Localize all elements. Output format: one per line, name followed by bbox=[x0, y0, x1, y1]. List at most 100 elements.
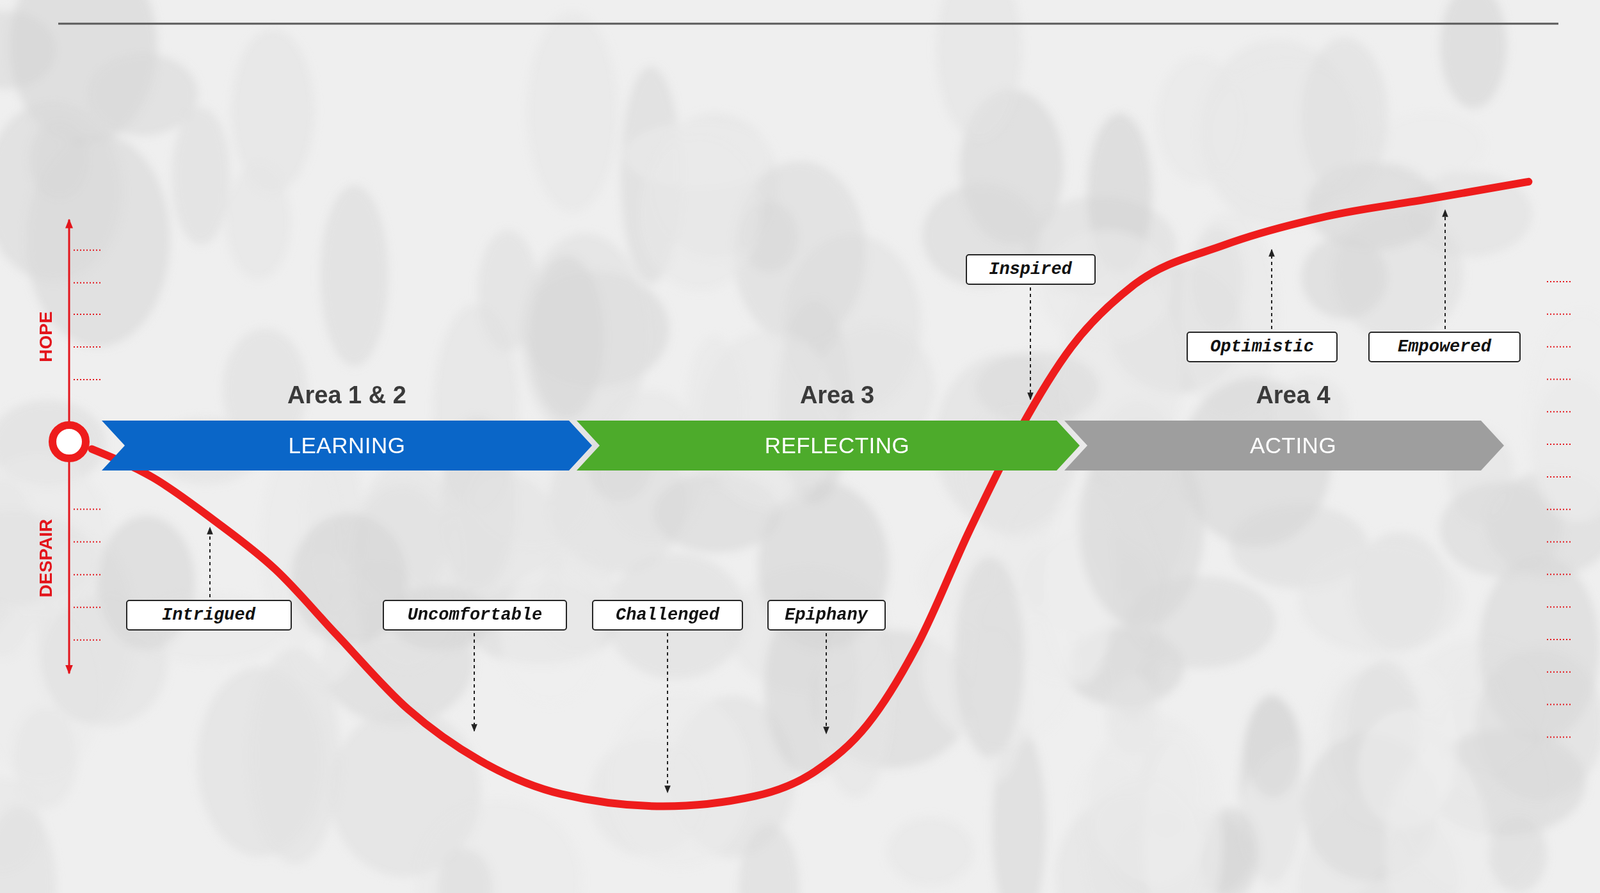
crowd-shape bbox=[225, 164, 291, 280]
crowd-shape bbox=[250, 647, 341, 864]
scale-tick bbox=[73, 249, 103, 251]
feeling-word: Challenged bbox=[615, 605, 720, 625]
crowd-shape bbox=[1244, 697, 1302, 798]
feeling-word: Intrigued bbox=[161, 605, 256, 625]
feeling-word: Epiphany bbox=[784, 605, 868, 625]
stage-chevron: Area 4 ACTING bbox=[1082, 380, 1504, 471]
feeling-word: Inspired bbox=[988, 259, 1072, 280]
area-heading: Area 4 bbox=[1255, 381, 1330, 409]
scale-tick bbox=[1546, 638, 1572, 640]
scale-tick bbox=[73, 282, 103, 284]
feeling-callout: Optimistic bbox=[1186, 331, 1338, 363]
crowd-shape bbox=[320, 184, 388, 366]
area-heading: Area 1 & 2 bbox=[287, 381, 407, 409]
crowd-shape bbox=[1440, 0, 1507, 109]
scale-tick bbox=[73, 378, 103, 381]
crowd-shape bbox=[0, 101, 123, 281]
crowd-shape bbox=[608, 691, 751, 868]
scale-tick bbox=[1546, 346, 1572, 348]
scale-tick bbox=[1546, 671, 1572, 673]
feeling-callout: Intrigued bbox=[126, 599, 292, 631]
feeling-word: Empowered bbox=[1397, 337, 1492, 357]
leader-line bbox=[1444, 209, 1446, 329]
feeling-callout: Uncomfortable bbox=[382, 599, 568, 631]
hope-curve bbox=[91, 181, 1529, 807]
scale-tick bbox=[73, 639, 103, 641]
scale-tick bbox=[73, 508, 103, 511]
leader-lines bbox=[209, 209, 1446, 793]
crowd-shape bbox=[976, 352, 1100, 425]
crowd-shape bbox=[1143, 733, 1223, 893]
scale-tick bbox=[73, 606, 103, 608]
chevron-fill bbox=[101, 420, 592, 471]
axis-label: DESPAIR bbox=[35, 519, 57, 598]
leader-line bbox=[825, 632, 827, 734]
crowd-shape bbox=[936, 0, 1022, 141]
scale-tick bbox=[1546, 476, 1572, 478]
crowd-shape bbox=[529, 256, 605, 419]
crowd-shape bbox=[0, 454, 110, 616]
crowd-shape bbox=[231, 29, 315, 193]
crowd-shape bbox=[1156, 56, 1241, 183]
despair-axis bbox=[68, 441, 71, 674]
crowd-shape bbox=[699, 330, 840, 510]
scale-tick bbox=[1546, 606, 1572, 608]
stage-label: ACTING bbox=[1249, 432, 1337, 459]
scale-tick bbox=[1546, 541, 1572, 543]
feeling-callout: Empowered bbox=[1368, 331, 1521, 363]
crowd-shape bbox=[1298, 542, 1463, 655]
crowd-shape bbox=[1527, 311, 1600, 523]
scale-tick bbox=[1546, 410, 1572, 413]
crowd-shape bbox=[1039, 229, 1173, 344]
scale-tick bbox=[1546, 313, 1572, 315]
scale-ticks bbox=[73, 250, 1572, 738]
leader-line bbox=[1271, 249, 1273, 329]
crowd-shape bbox=[1479, 554, 1600, 742]
chevron-fill bbox=[576, 420, 1080, 471]
stage-chevron: Area 1 & 2 LEARNING bbox=[101, 380, 592, 471]
scale-tick bbox=[73, 541, 103, 543]
crowd-shape bbox=[739, 823, 800, 893]
curve-start-ring bbox=[52, 424, 86, 459]
scale-tick bbox=[73, 313, 103, 315]
crowd-shape bbox=[623, 121, 771, 189]
chevron-fill bbox=[1064, 420, 1504, 471]
area-heading: Area 3 bbox=[800, 381, 875, 409]
leader-line bbox=[209, 527, 211, 598]
feeling-word: Uncomfortable bbox=[407, 605, 543, 625]
feeling-word: Optimistic bbox=[1210, 337, 1314, 357]
stage-label: REFLECTING bbox=[764, 432, 911, 459]
scale-tick bbox=[73, 574, 103, 576]
crowd-shape bbox=[887, 817, 974, 886]
crowd-shape bbox=[1301, 236, 1388, 319]
crowd-shape bbox=[527, 12, 619, 212]
crowd-shape bbox=[1531, 376, 1600, 522]
crowd-shape bbox=[437, 848, 493, 893]
leader-line bbox=[666, 632, 669, 793]
scale-tick bbox=[1546, 573, 1572, 575]
feeling-callout: Inspired bbox=[965, 254, 1096, 285]
hope-axis bbox=[68, 219, 71, 442]
crowd-shape bbox=[172, 107, 230, 245]
crowd-shape bbox=[1301, 37, 1388, 197]
crowd-shape bbox=[13, 707, 78, 809]
crowd-shape bbox=[478, 230, 538, 352]
scale-tick bbox=[1546, 736, 1572, 738]
leader-line bbox=[473, 632, 475, 731]
crowd-shape bbox=[1357, 708, 1456, 828]
scale-tick bbox=[1546, 280, 1572, 283]
scale-tick bbox=[1546, 378, 1572, 380]
scale-tick bbox=[1546, 508, 1572, 511]
crowd-shape bbox=[87, 53, 199, 136]
feeling-callout: Challenged bbox=[592, 599, 744, 631]
crowd-shape bbox=[0, 805, 56, 893]
stage-chevron: Area 3 REFLECTING bbox=[594, 380, 1080, 471]
leader-line bbox=[1029, 287, 1032, 400]
feeling-callout: Epiphany bbox=[767, 599, 886, 631]
scale-tick bbox=[73, 346, 103, 348]
stage-label: LEARNING bbox=[288, 432, 406, 459]
